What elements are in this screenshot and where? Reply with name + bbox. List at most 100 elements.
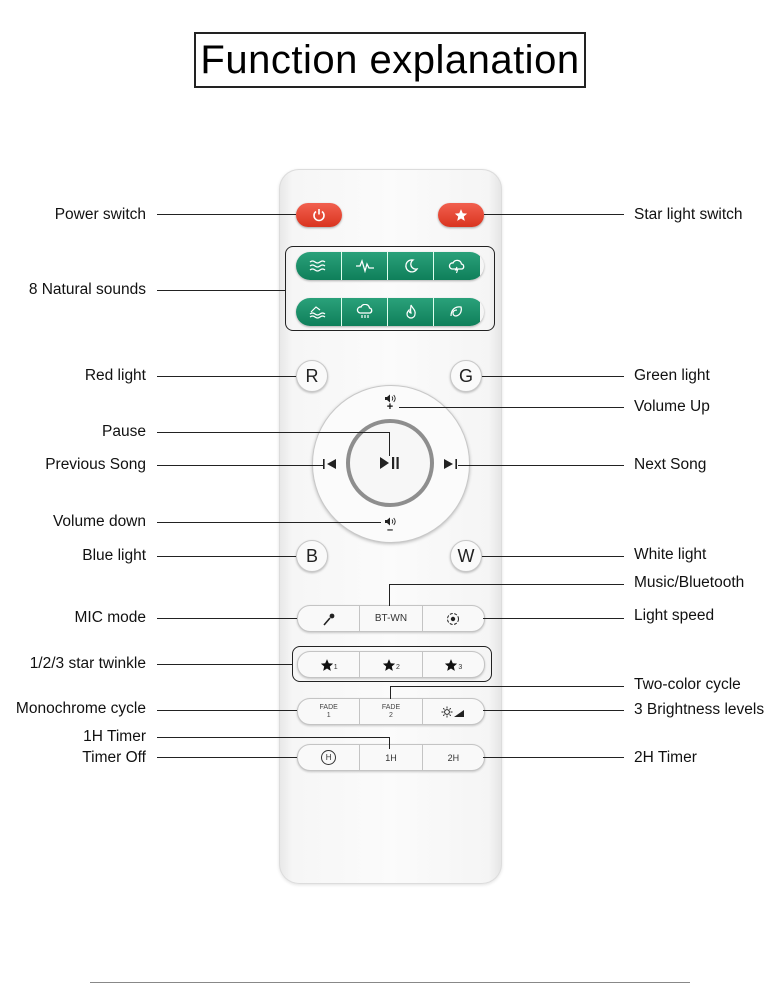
- power-button[interactable]: [296, 203, 342, 227]
- label-monochrome-cycle: Monochrome cycle: [15, 700, 146, 717]
- leader-off: [157, 757, 297, 759]
- timer-2h-button[interactable]: 2H: [423, 745, 484, 770]
- sound-heartbeat-button[interactable]: [342, 252, 388, 280]
- leader-mono: [157, 710, 297, 712]
- fire-icon: [405, 304, 416, 319]
- next-song-button[interactable]: [436, 452, 464, 476]
- leader-bright: [483, 710, 624, 712]
- heartbeat-icon: [355, 259, 374, 273]
- star-1-button[interactable]: 1: [298, 652, 361, 677]
- white-light-button[interactable]: W: [450, 540, 482, 572]
- fade-2-num: 2: [389, 711, 393, 719]
- star-icon: [382, 658, 396, 671]
- leader-sounds: [157, 290, 285, 292]
- label-brightness-levels: 3 Brightness levels: [634, 701, 765, 718]
- leader-volup: [399, 407, 624, 409]
- bluetooth-button[interactable]: BT-WN: [360, 606, 423, 631]
- leader-speed: [483, 618, 624, 620]
- star-icon: [454, 209, 468, 221]
- leader-1h-drop: [389, 737, 391, 749]
- leader-pause: [157, 432, 390, 434]
- label-two-color-cycle: Two-color cycle: [634, 676, 741, 693]
- leader-next: [458, 465, 624, 467]
- label-red-light: Red light: [84, 367, 146, 384]
- natural-sounds-row-1: [296, 252, 484, 280]
- leader-green: [482, 376, 624, 378]
- label-pause: Pause: [102, 423, 146, 440]
- sound-fire-button[interactable]: [388, 298, 434, 326]
- previous-song-button[interactable]: [316, 452, 344, 476]
- label-green-light: Green light: [634, 367, 710, 384]
- play-pause-icon: [380, 457, 399, 469]
- leader-pause-drop: [389, 432, 391, 456]
- leader-2h: [483, 757, 624, 759]
- red-light-button[interactable]: R: [296, 360, 328, 392]
- leader-star: [484, 214, 624, 216]
- star-icon: [320, 658, 333, 671]
- speaker-icon: [385, 517, 396, 526]
- sound-waves-button[interactable]: [296, 252, 342, 280]
- leader-power: [157, 214, 296, 216]
- label-next-song: Next Song: [634, 456, 707, 473]
- fade-1-word: FADE: [319, 703, 338, 711]
- blue-light-button[interactable]: B: [296, 540, 328, 572]
- sound-ocean-button[interactable]: [296, 298, 342, 326]
- star-sub-3: 3: [458, 664, 463, 671]
- label-natural-sounds: 8 Natural sounds: [28, 281, 146, 298]
- label-power-switch: Power switch: [54, 206, 146, 223]
- sound-night-button[interactable]: [388, 252, 434, 280]
- label-star-light-switch: Star light switch: [634, 206, 743, 223]
- ocean-icon: [309, 306, 325, 319]
- speaker-icon: [385, 394, 396, 403]
- leader-red: [157, 376, 296, 378]
- label-volume-up: Volume Up: [634, 398, 710, 415]
- leader-voldown: [157, 522, 381, 524]
- brightness-button[interactable]: [423, 699, 484, 724]
- star-2-button[interactable]: 2: [360, 652, 423, 677]
- natural-sounds-frame: [285, 246, 495, 331]
- sun-icon: [441, 706, 465, 717]
- timer-1h-text: 1H: [385, 752, 397, 763]
- volume-down-button[interactable]: –: [375, 513, 405, 539]
- mic-mode-button[interactable]: [298, 606, 361, 631]
- microphone-icon: [323, 613, 335, 626]
- volume-up-button[interactable]: +: [375, 390, 405, 416]
- leader-twocolor: [391, 686, 624, 688]
- label-star-twinkle: 1/2/3 star twinkle: [29, 655, 146, 672]
- mode-row: BT-WN: [297, 605, 485, 632]
- leader-white: [482, 556, 624, 558]
- timer-off-icon: H: [321, 750, 337, 765]
- timer-row: H 1H 2H: [297, 744, 485, 771]
- rain-cloud-icon: [356, 304, 372, 318]
- sound-cloud-button[interactable]: [434, 252, 480, 280]
- minus-sign: –: [386, 524, 394, 536]
- bt-label: BT-WN: [374, 613, 408, 624]
- star-sub-1: 1: [333, 664, 338, 671]
- green-light-button[interactable]: G: [450, 360, 482, 392]
- light-speed-button[interactable]: [423, 606, 484, 631]
- sound-rain-button[interactable]: [342, 298, 388, 326]
- label-2h-timer: 2H Timer: [634, 749, 697, 766]
- timer-1h-button[interactable]: 1H: [360, 745, 423, 770]
- label-blue-light: Blue light: [82, 547, 146, 564]
- leader-twocolor-drop: [390, 686, 392, 699]
- timer-2h-text: 2H: [447, 752, 460, 763]
- label-mic-mode: MIC mode: [74, 609, 147, 626]
- leader-twinkle: [157, 664, 292, 666]
- sound-wind-button[interactable]: [434, 298, 480, 326]
- leader-mic: [157, 618, 297, 620]
- label-music-bluetooth: Music/Bluetooth: [634, 574, 745, 591]
- previous-icon: [323, 459, 336, 469]
- star-3-button[interactable]: 3: [423, 652, 484, 677]
- star-twinkle-frame: [292, 646, 492, 682]
- fade-2-word: FADE: [381, 703, 401, 711]
- timer-off-button[interactable]: H: [298, 745, 361, 770]
- wind-icon: [450, 306, 462, 317]
- cloud-icon: [448, 259, 465, 274]
- star-light-button[interactable]: [438, 203, 484, 227]
- label-volume-down: Volume down: [52, 513, 146, 530]
- label-previous-song: Previous Song: [45, 456, 146, 473]
